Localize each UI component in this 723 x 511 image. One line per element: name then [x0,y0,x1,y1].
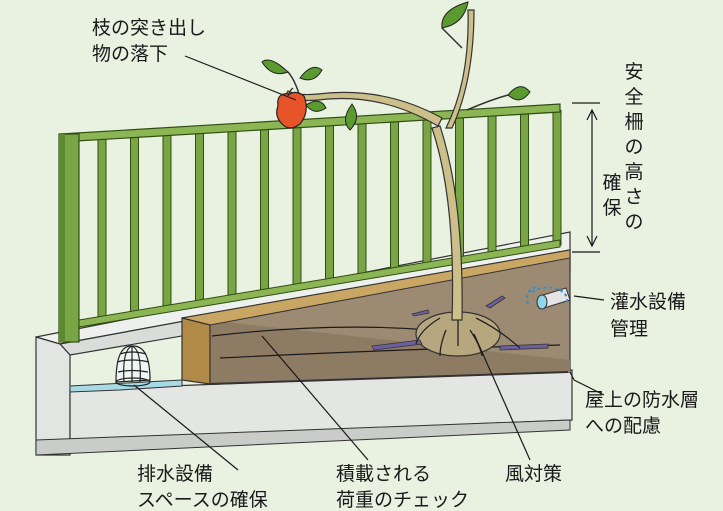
fence-post [227,129,237,298]
fruit [276,91,307,129]
fence-post [357,121,367,277]
fence-post [520,111,529,251]
pipe-end [536,294,548,310]
anchor-plate [499,343,549,351]
fence-post [260,127,269,293]
leaf [261,59,289,75]
fence-post [97,137,107,319]
label-branch-line2: 物の落下 [92,43,168,65]
label-branch-line1: 枝の突き出し [92,17,206,39]
anchor-plate [485,295,506,309]
left-parapet [35,336,71,456]
trunk [431,125,463,321]
wood-edging-front [181,317,211,385]
leader-lines [133,55,605,471]
irrigation-pipe [526,285,571,310]
leaf [305,100,327,112]
label-drainage-line1: 排水設備 [137,463,213,485]
fence-post [325,123,334,283]
soil-front-face [206,320,570,384]
fence-post [130,135,139,314]
label-waterproof-line2: への配慮 [585,415,661,437]
fence-post [390,119,399,272]
fence-post [162,133,172,309]
label-irrigation-line2: 管理 [610,318,648,340]
label-fence-height-col1: 安全柵の高さの [624,61,643,233]
fence-post [487,113,497,257]
slab-underside [35,419,571,456]
anchor-wire [415,312,521,357]
drain-cage [115,345,151,387]
leaf [441,1,469,29]
anchor-plate [371,339,423,351]
label-irrigation-line1: 灌水設備 [610,291,686,313]
fence-post [552,109,562,246]
water-spray [526,285,569,305]
twig [441,27,463,49]
anchor-plate [411,309,430,317]
label-load-line2: 荷重のチェック [336,489,469,511]
label-waterproof-line1: 屋上の防水層 [585,389,699,411]
fence-bottom-rail [78,239,561,328]
height-dimension [572,102,600,253]
soil-line [211,326,431,337]
trunk-upper [445,9,475,129]
labels: 枝の突き出し 物の落下 安全柵の高さの 確保 灌水設備 管理 屋上の防水層 への… [92,17,699,511]
fence-post [422,117,432,267]
leaf [507,86,531,101]
label-drainage-line2: スペースの確保 [137,489,268,511]
label-wind: 風対策 [505,463,562,485]
fence-post [195,131,204,303]
safety-fence [58,103,562,343]
fence-post [292,125,302,288]
leaf [345,103,357,131]
label-fence-height-col2: 確保 [602,172,621,219]
leaf [299,66,323,81]
waterproof-layer [209,371,569,385]
label-load-line1: 積載される [336,463,431,485]
twig [466,94,509,111]
